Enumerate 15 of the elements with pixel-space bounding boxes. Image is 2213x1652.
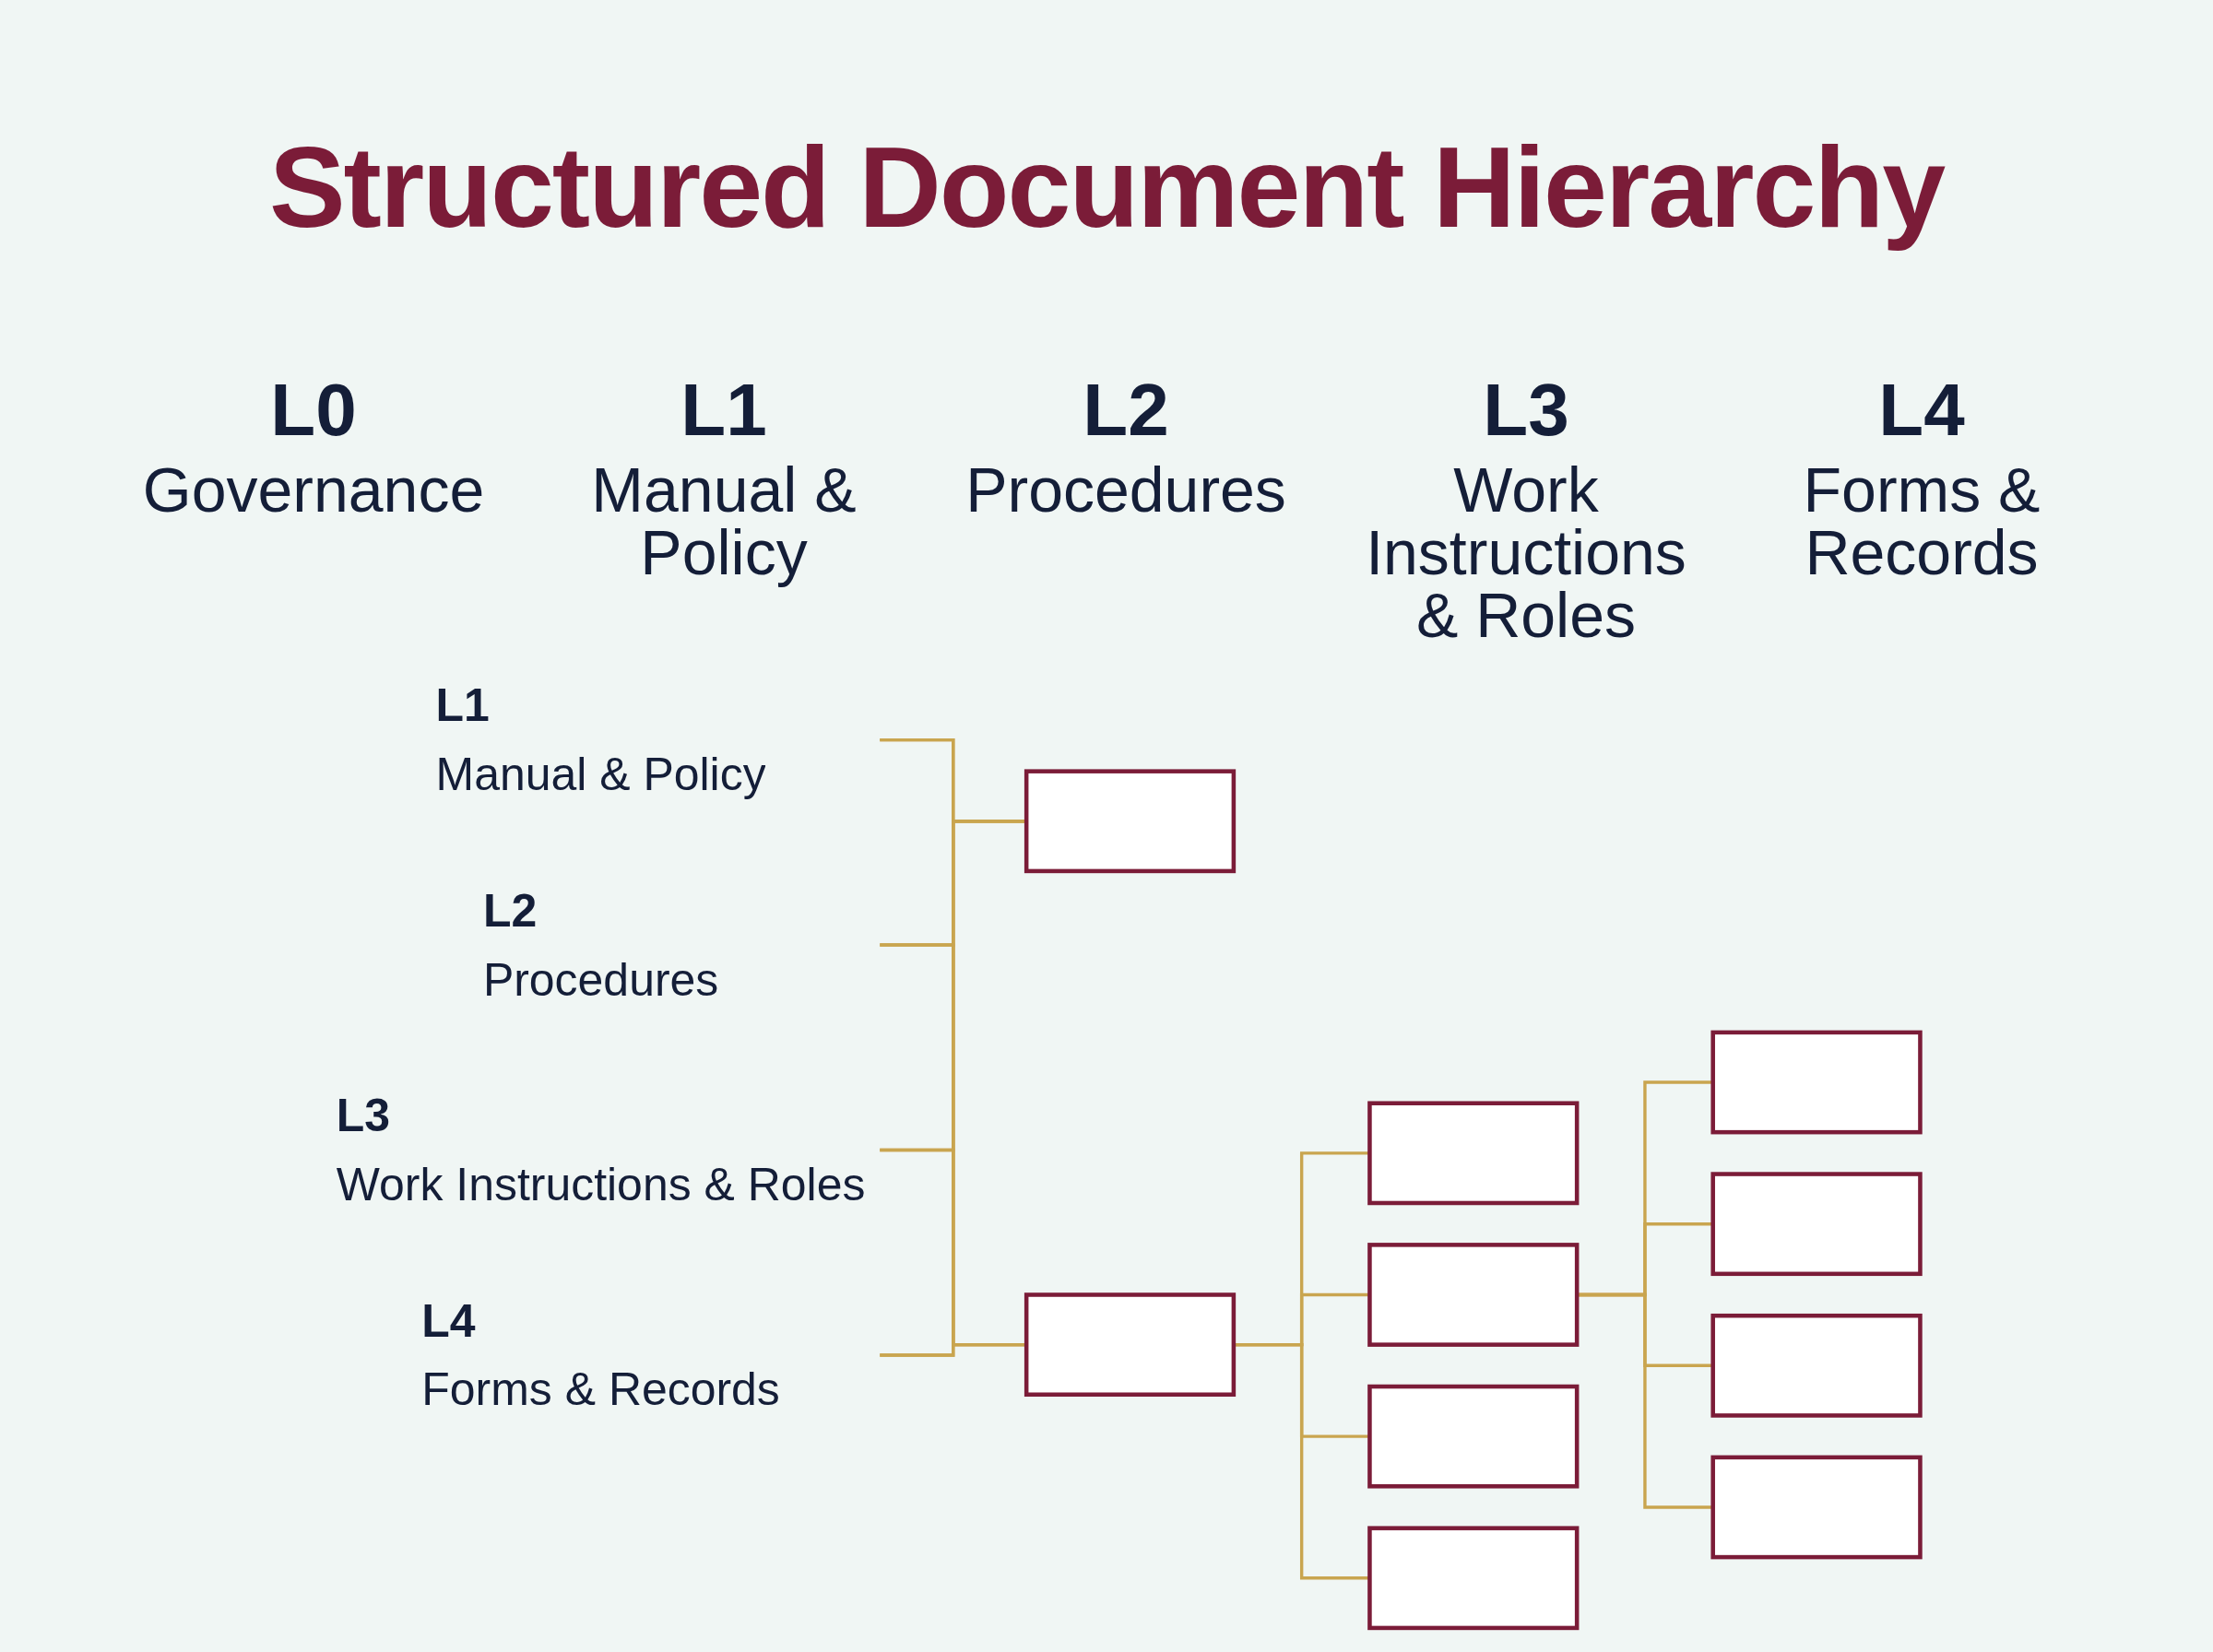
column-heading: Governance xyxy=(142,458,485,521)
row-label: L4 Forms & Records xyxy=(421,1293,780,1417)
connector-line xyxy=(880,1342,1027,1357)
level-code: L4 xyxy=(1878,373,1965,447)
column-heading: Forms & Records xyxy=(1802,458,2041,584)
row-label: L1 Manual & Policy xyxy=(435,678,766,802)
level-code: L0 xyxy=(270,373,357,447)
diagram-title: Structured Document Hierarchy xyxy=(268,124,1945,251)
row-label: L3 Work Instructions & Roles xyxy=(336,1088,866,1212)
column-heading: Procedures xyxy=(965,458,1286,521)
level-code: L3 xyxy=(1483,373,1569,447)
level-code: L1 xyxy=(680,373,767,447)
level-code: L2 xyxy=(1083,373,1169,447)
column-heading: Work Instructions & Roles xyxy=(1365,458,1687,646)
row-label: L2 Procedures xyxy=(482,883,719,1007)
